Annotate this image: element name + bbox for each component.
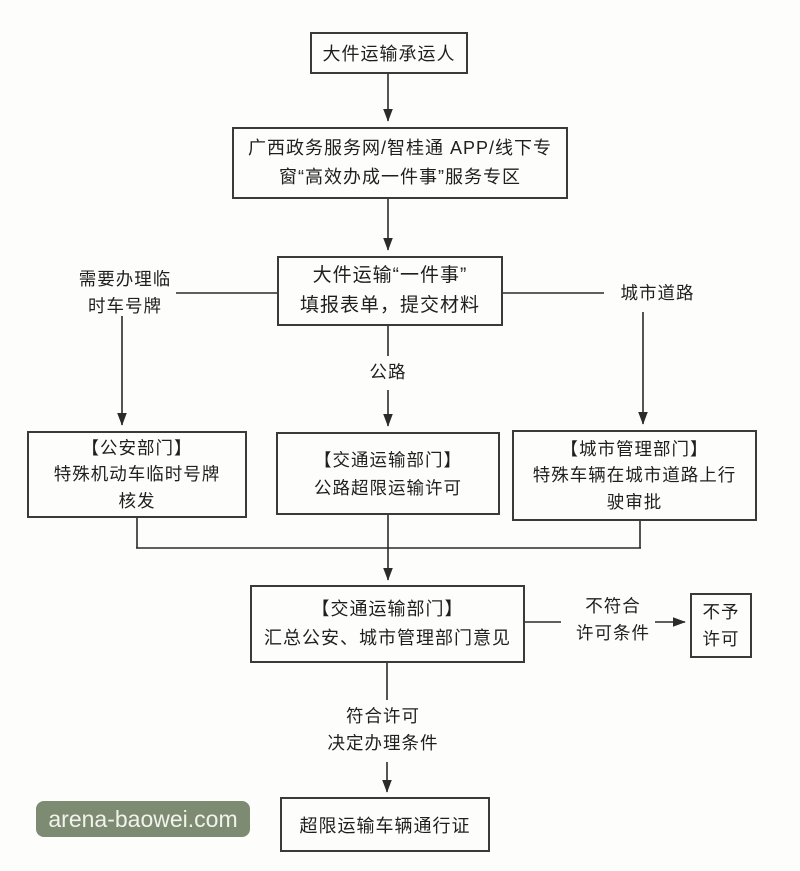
node-police-text-line3: 核发 [118,490,156,511]
node-portal-text-line2: 窗“高效办成一件事”服务专区 [279,167,521,187]
node-one-thing-text-line2: 填报表单，提交材料 [299,295,480,316]
node-transport-text-line2: 公路超限运输许可 [314,477,462,498]
edge-label-meet: 符合许可 决定办理条件 [297,703,469,757]
edge-label-not-meet: 不符合 许可条件 [563,593,663,647]
edge-label-temp-plate: 需要办理临 时车号牌 [60,266,190,320]
edge-label-not-meet-line2: 许可条件 [576,623,650,644]
node-summary: 【交通运输部门】 汇总公安、城市管理部门意见 [250,585,525,663]
node-one-thing: 大件运输“一件事” 填报表单，提交材料 [277,256,503,326]
node-police-text-line1: 【公安部门】 [81,438,193,459]
node-portal-text-line1: 广西政务服务网/智桂通 APP/线下专 [247,138,553,159]
watermark-text: arena-baowei.com [48,805,238,832]
edge-label-temp-plate-line1: 需要办理临 [78,269,172,289]
edge-label-meet-line1: 符合许可 [346,706,420,726]
node-transport-text-line1: 【交通运输部门】 [314,449,462,470]
edge-label-city-road: 城市道路 [600,280,715,307]
edge-label-meet-line2: 决定办理条件 [327,733,439,754]
edge-label-city-road-text: 城市道路 [620,283,695,303]
node-summary-text-line1: 【交通运输部门】 [311,599,464,620]
node-police: 【公安部门】 特殊机动车临时号牌 核发 [27,431,247,518]
node-city-text-line2: 特殊车辆在城市道路上行 [532,465,737,486]
edge-label-highway-text: 公路 [369,362,407,382]
watermark-badge: arena-baowei.com [36,801,250,837]
node-portal: 广西政务服务网/智桂通 APP/线下专 窗“高效办成一件事”服务专区 [232,127,568,199]
node-city: 【城市管理部门】 特殊车辆在城市道路上行 驶审批 [512,430,757,521]
node-one-thing-text-line1: 大件运输“一件事” [312,264,468,286]
edge-label-not-meet-line1: 不符合 [585,596,641,616]
node-permit: 超限运输车辆通行证 [280,797,490,852]
node-deny: 不予 许可 [690,593,752,658]
node-deny-text-line2: 许可 [702,628,740,649]
node-carrier: 大件运输承运人 [310,32,468,74]
node-city-text-line1: 【城市管理部门】 [560,439,709,460]
edge-label-temp-plate-line2: 时车号牌 [88,296,162,317]
node-police-text-line2: 特殊机动车临时号牌 [53,464,221,485]
node-carrier-text: 大件运输承运人 [322,44,456,64]
node-transport: 【交通运输部门】 公路超限运输许可 [276,432,500,515]
node-permit-text: 超限运输车辆通行证 [299,815,471,836]
node-deny-text-line1: 不予 [702,602,740,623]
node-summary-text-line2: 汇总公安、城市管理部门意见 [264,628,511,648]
node-city-text-line3: 驶审批 [606,491,663,512]
edge-label-highway: 公路 [345,359,431,386]
